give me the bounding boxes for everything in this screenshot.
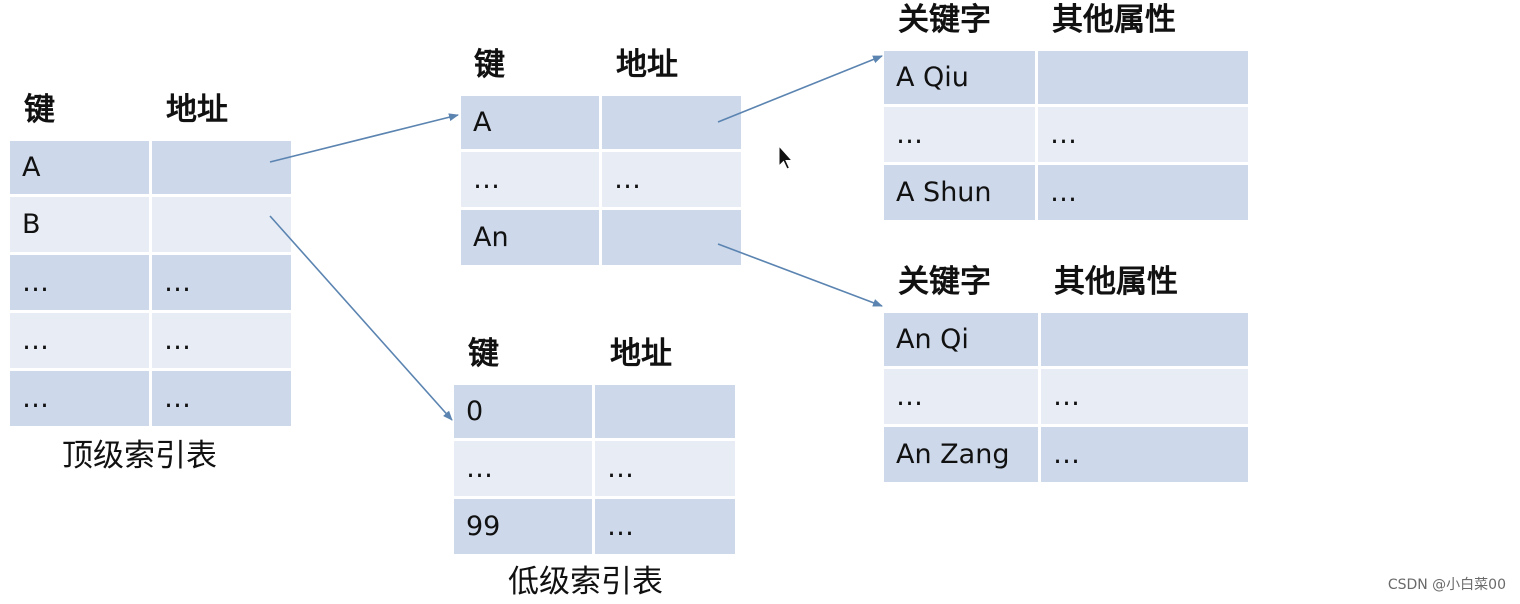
key-cell: … [884,107,1035,162]
attribute-cell: … [1038,165,1248,220]
address-cell [602,210,741,265]
key-cell: … [10,313,149,368]
address-cell [602,96,741,149]
key-cell: … [884,369,1038,424]
attribute-cell [1038,51,1248,104]
low-table-caption: 低级索引表 [508,564,663,600]
arrow-mid-a-to-record1 [717,55,883,123]
table-row: … … [454,441,735,496]
table-row: … … [10,255,291,310]
mid-table-key-header: 键 [474,47,505,83]
key-cell: … [454,441,592,496]
attribute-cell: … [1038,107,1248,162]
table-row: … … [10,371,291,426]
record2-attr-header: 其他属性 [1054,264,1178,300]
attribute-cell: … [1041,427,1248,482]
key-cell: A Shun [884,165,1035,220]
table-row: 99 … [454,499,735,554]
watermark: CSDN @小白菜00 [1387,577,1506,593]
top-table-caption: 顶级索引表 [62,438,217,474]
record-table-2: An Qi … … An Zang … [884,313,1248,482]
key-cell: A [461,96,599,149]
arrow-top-a-to-mid [269,113,459,163]
address-cell: … [152,371,291,426]
table-row: 0 [454,385,735,438]
record1-attr-header: 其他属性 [1052,2,1176,38]
record-table-1: A Qiu … … A Shun … [884,51,1248,220]
record1-key-header: 关键字 [898,2,991,38]
top-table-address-header: 地址 [166,92,228,128]
table-row: … … [884,369,1248,424]
low-table-key-header: 键 [468,336,499,372]
address-cell: … [602,152,741,207]
address-cell: … [152,313,291,368]
table-row: A [461,96,741,149]
address-cell [595,385,735,438]
mid-table-address-header: 地址 [616,47,678,83]
key-cell: An Qi [884,313,1038,366]
key-cell: … [10,371,149,426]
mouse-cursor-icon [778,144,794,170]
address-cell: … [595,441,735,496]
record2-key-header: 关键字 [898,264,991,300]
key-cell: A Qiu [884,51,1035,104]
table-row: B [10,197,291,252]
attribute-cell [1041,313,1248,366]
arrow-mid-an-to-record2 [717,243,883,307]
key-cell: A [10,141,149,194]
table-row: … … [10,313,291,368]
address-cell [152,197,291,252]
key-cell: 99 [454,499,592,554]
table-row: An [461,210,741,265]
mid-index-table: A … … An [461,96,741,265]
address-cell: … [595,499,735,554]
key-cell: B [10,197,149,252]
key-cell: 0 [454,385,592,438]
top-index-table: A B … … … … … … [10,141,291,426]
attribute-cell: … [1041,369,1248,424]
key-cell: An [461,210,599,265]
table-row: A Shun … [884,165,1248,220]
table-row: A Qiu [884,51,1248,104]
table-row: An Qi [884,313,1248,366]
address-cell: … [152,255,291,310]
table-row: … … [461,152,741,207]
table-row: An Zang … [884,427,1248,482]
table-row: A [10,141,291,194]
table-row: … … [884,107,1248,162]
key-cell: … [10,255,149,310]
arrow-top-b-to-low [269,215,453,421]
low-table-address-header: 地址 [610,336,672,372]
key-cell: … [461,152,599,207]
top-table-key-header: 键 [24,92,55,128]
address-cell [152,141,291,194]
low-index-table: 0 … … 99 … [454,385,735,554]
key-cell: An Zang [884,427,1038,482]
